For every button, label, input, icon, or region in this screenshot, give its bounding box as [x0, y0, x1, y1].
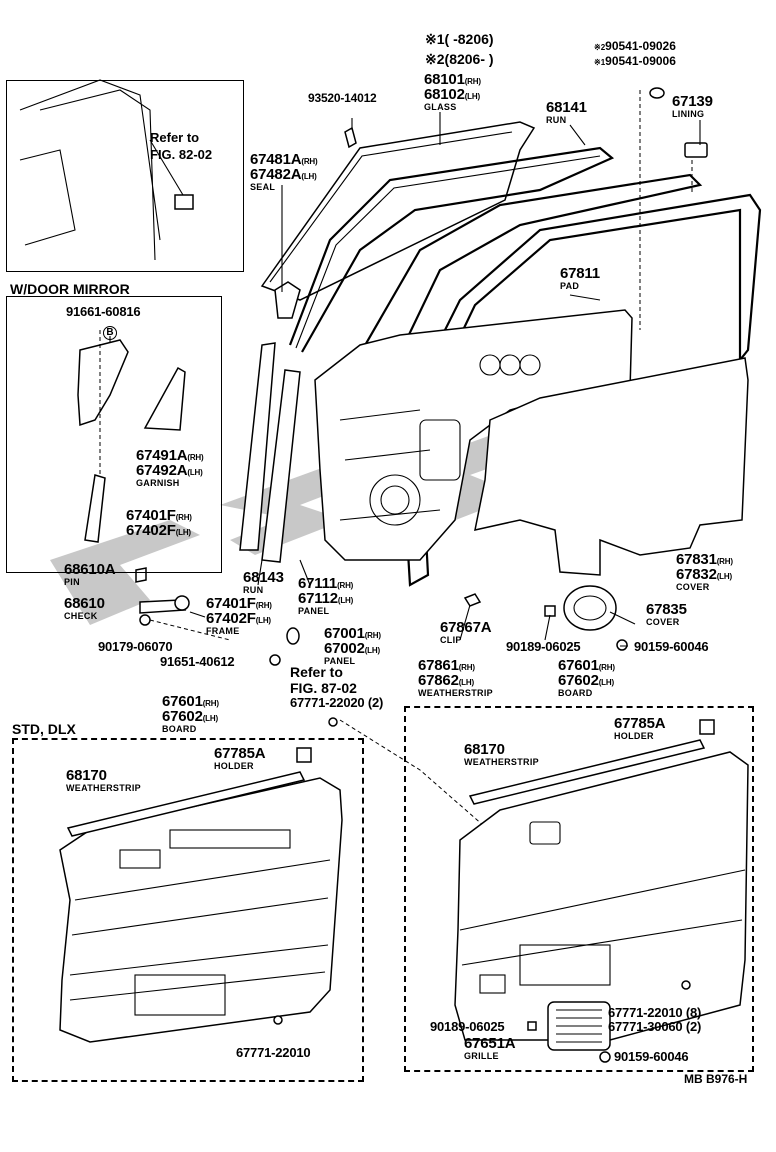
- door-service-cover: [474, 357, 749, 576]
- door-panel: [314, 309, 633, 561]
- bolt-91651: [269, 654, 281, 666]
- label-holder-dlx: 67785A HOLDER: [614, 715, 666, 741]
- clip-cap: [649, 87, 665, 99]
- screw-90159-b: [599, 1051, 611, 1063]
- label-run-68141: 68141 RUN: [546, 99, 587, 125]
- inset-hinge-reference: Refer to FIG. 82-02: [150, 130, 213, 162]
- screw-90159-a: [616, 639, 628, 651]
- label-seal: 67481A(RH) 67482A(LH) SEAL: [250, 151, 318, 192]
- seal-bracket: [274, 281, 301, 319]
- screw-93520: [344, 126, 357, 149]
- legend-row-1: ※1( -8206): [425, 31, 494, 47]
- label-check-68610: 68610 CHECK: [64, 595, 105, 621]
- label-lining-67139: 67139 LINING: [672, 93, 713, 119]
- label-weatherstrip-67861: 67861(RH) 67862(LH) WEATHERSTRIP: [418, 657, 493, 698]
- division-bar-run: [239, 342, 276, 551]
- clip-90189-b: [527, 1021, 537, 1031]
- plug-hole: [286, 627, 300, 645]
- label-grille-67651a: 67651A GRILLE: [464, 1035, 516, 1061]
- hinge-bracket: [174, 194, 194, 210]
- glass-run-channel: [288, 146, 615, 353]
- lining-pad: [684, 142, 708, 158]
- label-90159-60046-a: 90159-60046: [634, 639, 709, 654]
- clip-dlx: [681, 980, 691, 990]
- label-67771-22010-std: 67771-22010: [236, 1045, 311, 1060]
- label-cover-67831: 67831(RH) 67832(LH) COVER: [676, 551, 733, 592]
- deluxe-frame: [404, 706, 754, 1072]
- label-refer-fig-87-02: Refer to FIG. 87-02: [290, 664, 357, 697]
- label-91661-60816: 91661-60816: [66, 304, 141, 319]
- bolt-90179: [139, 614, 151, 626]
- door-frame-outer: [344, 173, 703, 396]
- label-panel-67111: 67111(RH) 67112(LH) PANEL: [298, 575, 354, 616]
- holder-std: [296, 747, 312, 763]
- label-board-right: 67601(RH) 67602(LH) BOARD: [558, 657, 615, 698]
- weatherstrip-std: [66, 771, 306, 837]
- holder-dlx: [699, 719, 715, 735]
- label-board-left: 67601(RH) 67602(LH) BOARD: [162, 693, 219, 734]
- clip-67771-2: [328, 717, 338, 727]
- label-91651-40612: 91651-40612: [160, 654, 235, 669]
- clip-67867a: [463, 593, 482, 607]
- label-cover-67835: 67835 COVER: [646, 601, 687, 627]
- footer-code: MB B976-H: [684, 1072, 748, 1086]
- label-garnish: 67491A(RH) 67492A(LH) GARNISH: [136, 447, 204, 488]
- label-weatherstrip-std: 68170 WEATHERSTRIP: [66, 767, 141, 793]
- label-67771-30060-2: 67771-30060 (2): [608, 1019, 702, 1034]
- rear-lower-frame: [261, 369, 301, 563]
- label-weatherstrip-dlx: 68170 WEATHERSTRIP: [464, 741, 539, 767]
- inset-mirror-title: W/DOOR MIRROR: [10, 281, 130, 297]
- mirror-bracket: [77, 339, 129, 427]
- legend-row-2: ※2(8206- ): [425, 51, 494, 67]
- mirror-garnish: [143, 366, 186, 431]
- inset-door-mirror-frame: [6, 296, 222, 573]
- label-90189-06025-b: 90189-06025: [430, 1019, 505, 1034]
- weatherstrip-dlx: [468, 739, 706, 805]
- label-b-marker: B: [103, 326, 117, 340]
- clip-90189-a: [544, 605, 556, 617]
- label-90541-09026: ※290541-09026: [594, 39, 676, 53]
- label-holder-std: 67785A HOLDER: [214, 745, 266, 771]
- label-clip-67867a: 67867A CLIP: [440, 619, 492, 645]
- section-std-title: STD, DLX: [12, 721, 76, 737]
- label-pad-67811: 67811 PAD: [560, 265, 600, 291]
- clip-std: [273, 1015, 283, 1025]
- label-90179-06070: 90179-06070: [98, 639, 173, 654]
- label-90159-60046-b: 90159-60046: [614, 1049, 689, 1064]
- label-90189-06025-a: 90189-06025: [506, 639, 581, 654]
- pin-68610a: [135, 567, 147, 583]
- inset-hinge-frame: [6, 80, 244, 272]
- label-93520-14012: 93520-14012: [308, 91, 377, 105]
- label-panel-67001: 67001(RH) 67002(LH) PANEL: [324, 625, 381, 666]
- door-glass: [260, 121, 536, 301]
- label-67771-22020: 67771-22020 (2): [290, 695, 384, 710]
- label-glass: 68101(RH) 68102(LH) GLASS: [424, 71, 481, 112]
- door-trim-board-std: [59, 777, 343, 1043]
- speaker-cover: [563, 585, 617, 631]
- label-mirror-frame: 67401F(RH) 67402F(LH): [126, 507, 192, 539]
- label-67771-22010-8: 67771-22010 (8): [608, 1005, 702, 1020]
- label-frame: 67401F(RH) 67402F(LH) FRAME: [206, 595, 272, 636]
- label-pin-68610a: 68610A PIN: [64, 561, 116, 587]
- label-90541-09006: ※190541-09006: [594, 54, 676, 68]
- mirror-frame-strip: [84, 474, 106, 543]
- std-dlx-frame: [12, 738, 364, 1082]
- label-run-68143: 68143 RUN: [243, 569, 284, 595]
